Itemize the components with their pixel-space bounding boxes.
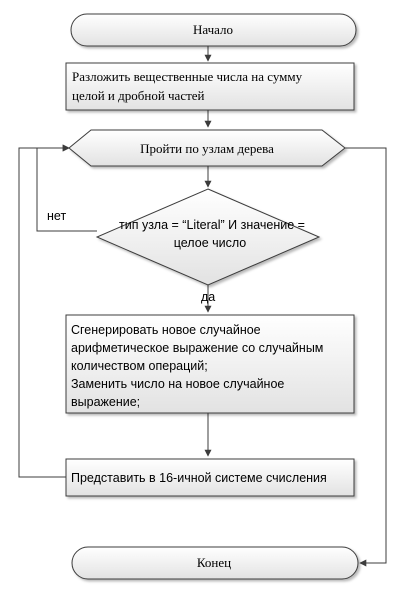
hex-label: Представить в 16-ичной системе счисления bbox=[71, 471, 327, 485]
generate-label-line-1: Сгенерировать новое случайное bbox=[71, 323, 261, 337]
condition-label-line-1: тип узла = “Literal” И значение = bbox=[119, 218, 305, 232]
generate-label-line-4: Заменить число на новое случайное bbox=[71, 377, 284, 391]
end-terminator bbox=[71, 546, 359, 580]
arrow-hex-back-to-loop bbox=[18, 144, 70, 478]
split-label-line-1: Разложить вещественные числа на сумму bbox=[72, 69, 303, 84]
start-terminator bbox=[70, 13, 357, 47]
split-label-line-2: целой и дробной частей bbox=[72, 88, 205, 103]
generate-label-line-5: выражение; bbox=[71, 395, 140, 409]
loop-node: Пройти по узлам дерева bbox=[68, 129, 346, 167]
loop-label: Пройти по узлам дерева bbox=[140, 141, 274, 156]
split-process-box bbox=[65, 62, 355, 111]
condition-label-line-2: целое число bbox=[174, 236, 247, 250]
condition-node: тип узла = “Literal” И значение = целое … bbox=[95, 188, 321, 286]
end-node: Конец bbox=[71, 546, 359, 580]
generate-node: Сгенерировать новое случайное арифметиче… bbox=[65, 314, 355, 414]
generate-label-line-2: арифметическое выражение со случайным bbox=[71, 341, 323, 355]
start-label: Начало bbox=[193, 22, 233, 37]
end-label: Конец bbox=[197, 555, 231, 570]
hex-process-box bbox=[65, 458, 355, 497]
loop-preparation-shape bbox=[68, 129, 346, 167]
no-branch-label: нет bbox=[47, 209, 66, 223]
generate-process-box bbox=[65, 314, 355, 414]
start-node: Начало bbox=[70, 13, 357, 47]
condition-diamond bbox=[95, 188, 321, 286]
hex-node: Представить в 16-ичной системе счисления bbox=[65, 458, 355, 497]
arrow-loop-exit-to-end bbox=[345, 147, 387, 567]
generate-label-line-3: количеством операций; bbox=[71, 359, 208, 373]
split-node: Разложить вещественные числа на сумму це… bbox=[65, 62, 355, 111]
yes-branch-label: да bbox=[201, 290, 215, 304]
connectors bbox=[18, 46, 387, 567]
